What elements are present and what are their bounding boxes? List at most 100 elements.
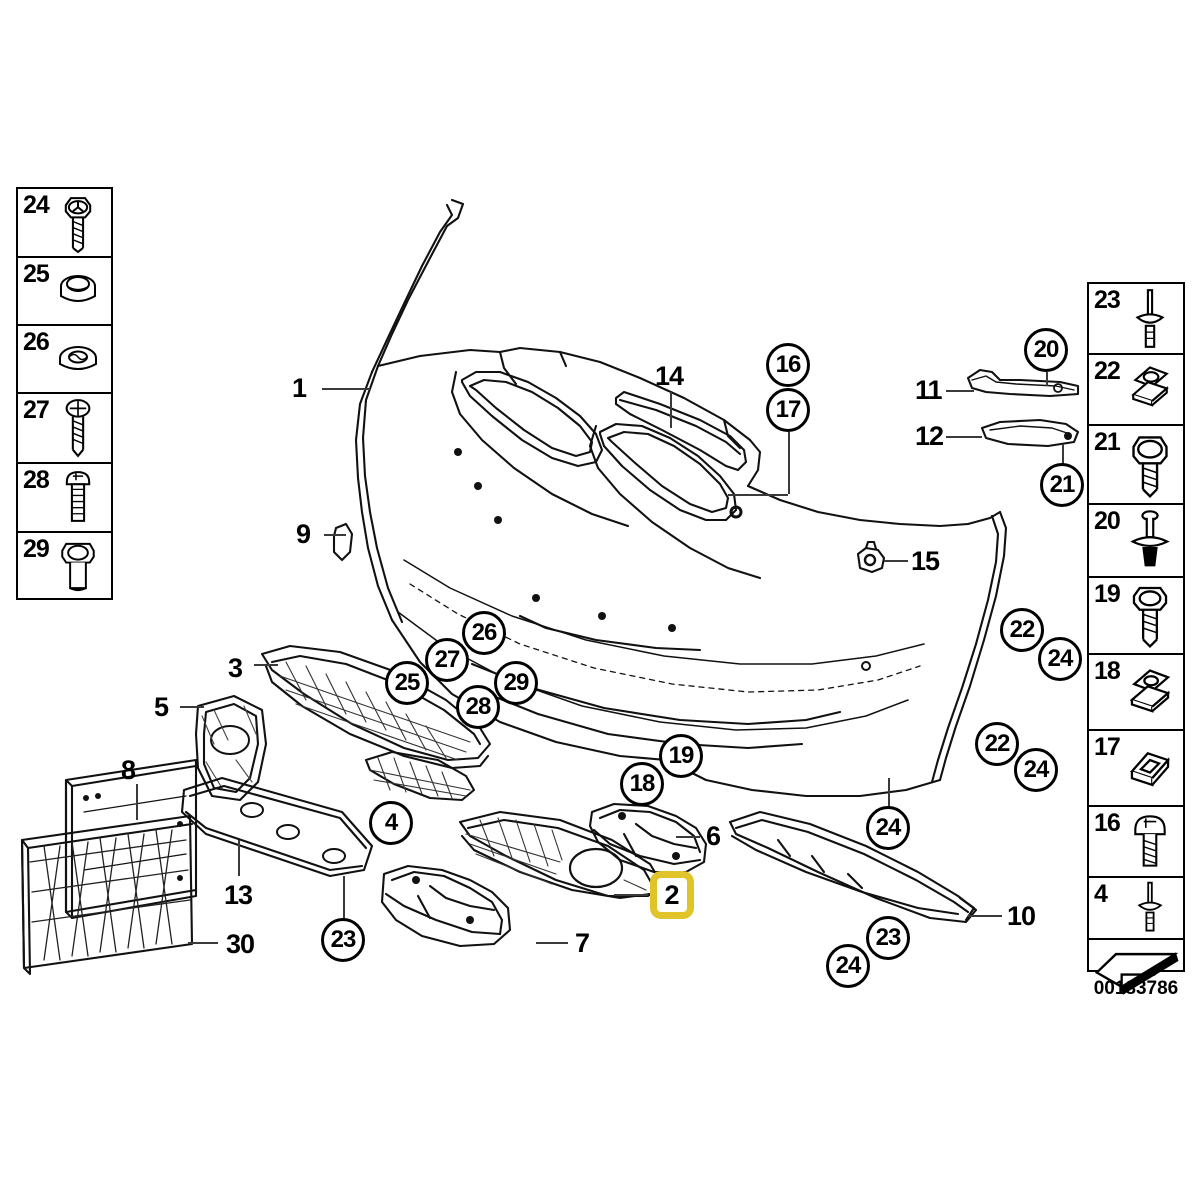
- leader-13: [238, 840, 240, 876]
- leader-11: [946, 390, 974, 392]
- callout-22-upper[interactable]: 22: [1000, 608, 1044, 652]
- legend-right-row[interactable]: 19: [1089, 578, 1183, 655]
- leader-24-centre: [888, 778, 890, 808]
- legend-right-number: 16: [1094, 809, 1121, 837]
- leader-17: [788, 432, 790, 494]
- washer-ring-icon: [49, 328, 107, 390]
- leader-14: [670, 392, 672, 428]
- diagram-id-number: 00183786: [1093, 978, 1179, 999]
- legend-right-number: 19: [1094, 580, 1121, 608]
- label-10-lower-valance-strip[interactable]: 10: [1007, 901, 1036, 931]
- callout-24-lower[interactable]: 24: [1014, 748, 1058, 792]
- legend-right-number: 4: [1094, 880, 1108, 908]
- leader-21: [1062, 444, 1064, 464]
- callout-17[interactable]: 17: [766, 388, 810, 432]
- push-pin-rivet-icon: [1121, 507, 1179, 574]
- left-hardware-legend: 24 25: [16, 187, 113, 600]
- square-clip-plate-icon: [1121, 357, 1179, 422]
- legend-left-number: 25: [23, 260, 50, 288]
- leader-9: [324, 534, 346, 536]
- legend-right-row[interactable]: 17: [1089, 731, 1183, 807]
- direction-arrow-icon: [1093, 946, 1179, 997]
- callout-19[interactable]: 19: [659, 734, 703, 778]
- callout-29[interactable]: 29: [494, 661, 538, 705]
- legend-left-row[interactable]: 28: [18, 464, 111, 533]
- legend-left-number: 28: [23, 466, 50, 494]
- callout-20[interactable]: 20: [1024, 328, 1068, 372]
- callout-4-grille-rivet[interactable]: 4: [369, 801, 413, 845]
- leader-1: [322, 388, 370, 390]
- right-hardware-legend: 23 22: [1087, 282, 1185, 995]
- leader-5: [180, 706, 204, 708]
- callout-26[interactable]: 26: [462, 611, 506, 655]
- callout-24-valance[interactable]: 24: [826, 944, 870, 988]
- legend-right-row[interactable]: 4: [1089, 878, 1183, 940]
- round-head-bolt-icon: [1121, 809, 1179, 874]
- leader-6: [676, 836, 700, 838]
- square-grommet-icon: [1121, 733, 1179, 803]
- callout-23-bracket[interactable]: 23: [321, 918, 365, 962]
- expanding-rivet-icon: [1121, 286, 1179, 351]
- expanding-rivet-icon: [1121, 880, 1179, 936]
- nut-clip-plate-icon: [1121, 657, 1179, 727]
- legend-right-row[interactable]: 20: [1089, 505, 1183, 578]
- callout-18[interactable]: 18: [620, 762, 664, 806]
- leader-8: [136, 784, 138, 820]
- label-5-sensor-bezel[interactable]: 5: [154, 692, 169, 722]
- legend-right-number: 23: [1094, 286, 1121, 314]
- callout-16[interactable]: 16: [766, 343, 810, 387]
- label-30-honeycomb-carrier[interactable]: 30: [226, 929, 255, 959]
- legend-right-number: [1089, 940, 1094, 944]
- label-6-right-fog-lamp-cover[interactable]: 6: [706, 821, 721, 851]
- label-8-licence-plate-base[interactable]: 8: [121, 755, 136, 785]
- leader-2: [614, 894, 648, 896]
- callout-28[interactable]: 28: [456, 685, 500, 729]
- legend-left-row[interactable]: 26: [18, 326, 111, 394]
- hex-screw-spring-icon: [1121, 580, 1179, 651]
- callout-24-centre[interactable]: 24: [866, 806, 910, 850]
- legend-left-row[interactable]: 25: [18, 258, 111, 326]
- legend-right-row[interactable]: 22: [1089, 355, 1183, 426]
- callout-22-lower[interactable]: 22: [975, 722, 1019, 766]
- legend-right-row-arrow: [1089, 940, 1183, 1003]
- label-7-left-fog-lamp-cover[interactable]: 7: [575, 928, 590, 958]
- leader-7: [536, 942, 568, 944]
- label-12-right-mount-bracket[interactable]: 12: [915, 421, 944, 451]
- rubber-grommet-plug-icon: [49, 260, 107, 322]
- label-15-retaining-clip[interactable]: 15: [911, 546, 940, 576]
- hex-flange-screw-icon: [49, 191, 107, 254]
- threaded-sleeve-nut-icon: [49, 535, 107, 596]
- legend-right-row[interactable]: 23: [1089, 284, 1183, 355]
- legend-right-row[interactable]: 18: [1089, 655, 1183, 731]
- label-9-side-clip[interactable]: 9: [296, 519, 311, 549]
- label-14-grille-seal-strip[interactable]: 14: [655, 361, 684, 391]
- cross-head-tapping-screw-icon: [49, 396, 107, 460]
- legend-left-row[interactable]: 29: [18, 533, 111, 598]
- label-3-lower-grille[interactable]: 3: [228, 653, 243, 683]
- legend-left-number: 29: [23, 535, 50, 563]
- pan-head-bolt-icon: [49, 466, 107, 529]
- leader-20: [1046, 372, 1048, 386]
- callout-27[interactable]: 27: [425, 638, 469, 682]
- legend-left-row[interactable]: 27: [18, 394, 111, 464]
- leader-12: [946, 436, 982, 438]
- callout-25[interactable]: 25: [385, 661, 429, 705]
- legend-left-row[interactable]: 24: [18, 189, 111, 258]
- leader-30: [188, 942, 218, 944]
- highlighted-part-2-left-grille-insert[interactable]: 2: [650, 871, 694, 919]
- callout-24-upper[interactable]: 24: [1038, 637, 1082, 681]
- legend-right-row[interactable]: 21: [1089, 426, 1183, 505]
- label-11-left-mount-bracket[interactable]: 11: [915, 375, 943, 405]
- callout-23-valance[interactable]: 23: [866, 916, 910, 960]
- legend-right-row[interactable]: 16: [1089, 807, 1183, 878]
- callout-21[interactable]: 21: [1040, 463, 1084, 507]
- legend-left-number: 26: [23, 328, 50, 356]
- leader-10: [968, 915, 1002, 917]
- leader-17b: [728, 494, 788, 496]
- leader-3: [254, 664, 278, 666]
- label-13-reinforcement-bar[interactable]: 13: [224, 880, 253, 910]
- legend-left-number: 24: [23, 191, 50, 219]
- label-1-bumper-trim-panel[interactable]: 1: [292, 373, 307, 403]
